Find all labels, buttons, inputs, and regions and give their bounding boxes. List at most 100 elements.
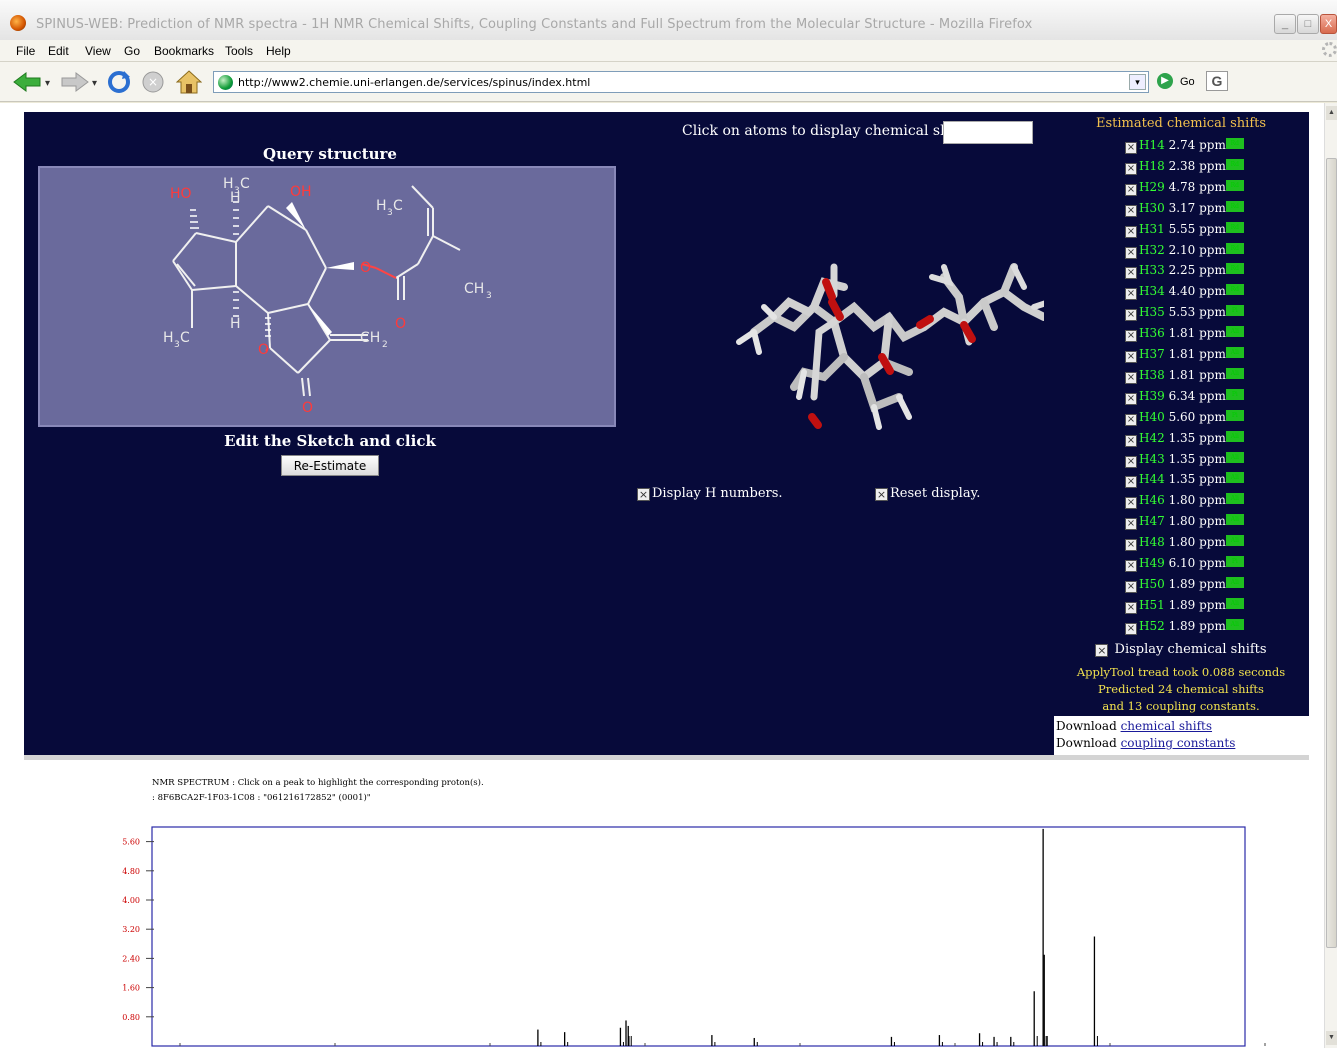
checkbox-checked-icon[interactable]: × <box>1125 392 1137 405</box>
checkbox-checked-icon[interactable]: × <box>1125 288 1137 301</box>
frame-divider[interactable] <box>24 755 1309 760</box>
proton-label[interactable]: H49 <box>1139 556 1165 570</box>
go-arrow-icon[interactable]: ▶ <box>1157 73 1173 89</box>
reload-icon[interactable] <box>106 70 132 94</box>
proton-label[interactable]: H38 <box>1139 367 1165 382</box>
checkbox-checked-icon[interactable]: × <box>1125 351 1137 363</box>
proton-label[interactable]: H50 <box>1139 576 1165 591</box>
proton-label[interactable]: H51 <box>1139 597 1165 612</box>
structure-sketch-editor[interactable]: HO OH H 3 C H H H 3 C CH 3 O O H 3 C <box>38 166 616 427</box>
checkbox-checked-icon[interactable]: × <box>1125 267 1137 280</box>
go-button[interactable]: Go <box>1180 76 1195 88</box>
checkbox-checked-icon[interactable]: × <box>1125 162 1137 175</box>
checkbox-checked-icon[interactable]: × <box>637 488 650 501</box>
checkbox-checked-icon[interactable]: × <box>1125 622 1137 635</box>
menu-go[interactable]: Go <box>124 44 141 58</box>
close-button[interactable]: X <box>1320 14 1337 34</box>
checkbox-checked-icon[interactable]: × <box>1125 246 1137 259</box>
search-engine-icon[interactable]: G <box>1206 71 1228 91</box>
checkbox-checked-icon[interactable]: × <box>1125 580 1137 593</box>
proton-label[interactable]: H29 <box>1139 179 1165 194</box>
proton-label[interactable]: H52 <box>1139 618 1165 633</box>
checkbox-checked-icon[interactable]: × <box>1125 142 1137 154</box>
home-icon[interactable] <box>176 69 202 95</box>
proton-label[interactable]: H44 <box>1139 472 1165 487</box>
proton-label[interactable]: H32 <box>1139 242 1165 257</box>
proton-label[interactable]: H35 <box>1139 305 1165 320</box>
checkbox-checked-icon[interactable]: × <box>1125 434 1137 447</box>
proton-label[interactable]: H40 <box>1139 409 1165 424</box>
proton-label[interactable]: H30 <box>1139 200 1165 215</box>
scroll-thumb[interactable] <box>1326 158 1337 948</box>
forward-arrow-icon[interactable] <box>60 71 90 93</box>
menu-file[interactable]: File <box>16 44 36 58</box>
back-dropdown-icon[interactable]: ▾ <box>45 78 51 89</box>
proton-label[interactable]: H48 <box>1139 535 1165 550</box>
checkbox-checked-icon[interactable]: × <box>1125 309 1137 322</box>
proton-label[interactable]: H36 <box>1139 326 1165 341</box>
reset-display-checkbox[interactable]: ×Reset display. <box>875 486 980 501</box>
menu-help[interactable]: Help <box>266 44 291 58</box>
address-url[interactable]: http://www2.chemie.uni-erlangen.de/servi… <box>238 76 591 89</box>
checkbox-checked-icon[interactable]: × <box>1125 183 1137 196</box>
minimize-button[interactable]: _ <box>1274 14 1296 34</box>
proton-label[interactable]: H31 <box>1139 221 1165 236</box>
checkbox-checked-icon[interactable]: × <box>1125 455 1137 468</box>
checkbox-checked-icon[interactable]: × <box>875 488 888 501</box>
proton-label[interactable]: H46 <box>1139 493 1165 508</box>
checkbox-checked-icon[interactable]: × <box>1125 330 1137 343</box>
checkbox-checked-icon[interactable]: × <box>1125 601 1137 614</box>
checkbox-checked-icon[interactable]: × <box>1125 560 1137 572</box>
checkbox-checked-icon[interactable]: × <box>1125 371 1137 384</box>
molecule-3d-viewer[interactable] <box>714 247 1044 447</box>
proton-label[interactable]: H34 <box>1139 284 1165 299</box>
checkbox-checked-icon[interactable]: × <box>1125 497 1137 510</box>
forward-dropdown-icon[interactable]: ▾ <box>92 78 98 89</box>
checkbox-checked-icon[interactable]: × <box>1125 204 1137 217</box>
proton-label[interactable]: H37 <box>1139 347 1165 361</box>
display-chemical-shifts-checkbox[interactable]: × Display chemical shifts <box>1053 642 1309 657</box>
checkbox-checked-icon[interactable]: × <box>1125 413 1137 426</box>
re-estimate-button[interactable]: Re-Estimate <box>281 455 379 476</box>
proton-label[interactable]: H42 <box>1139 430 1165 445</box>
checkbox-checked-icon[interactable]: × <box>1125 539 1137 552</box>
proton-label[interactable]: H18 <box>1139 158 1165 173</box>
scroll-up-icon[interactable]: ▲ <box>1326 106 1337 120</box>
menu-bookmarks[interactable]: Bookmarks <box>154 44 215 58</box>
scroll-down-icon[interactable]: ▼ <box>1326 1031 1337 1045</box>
checkbox-checked-icon[interactable]: × <box>1125 476 1137 489</box>
proton-label[interactable]: H43 <box>1139 451 1165 466</box>
checkbox-checked-icon[interactable]: × <box>1095 644 1109 657</box>
stop-icon[interactable]: × <box>141 70 165 94</box>
download-shifts-link[interactable]: chemical shifts <box>1120 719 1213 733</box>
proton-label[interactable]: H39 <box>1139 388 1165 403</box>
proton-label[interactable]: H33 <box>1139 263 1165 278</box>
checkbox-checked-icon[interactable]: × <box>1125 225 1137 238</box>
vertical-scrollbar[interactable]: ▲ ▼ <box>1324 103 1337 1048</box>
download-coupling-link[interactable]: coupling constants <box>1120 736 1236 750</box>
address-dropdown-icon[interactable]: ▾ <box>1129 74 1146 90</box>
maximize-button[interactable]: □ <box>1297 14 1319 34</box>
checkbox-checked-icon[interactable]: × <box>1125 518 1137 531</box>
atom-shift-display-field[interactable] <box>943 121 1033 144</box>
back-arrow-icon[interactable] <box>12 71 42 93</box>
